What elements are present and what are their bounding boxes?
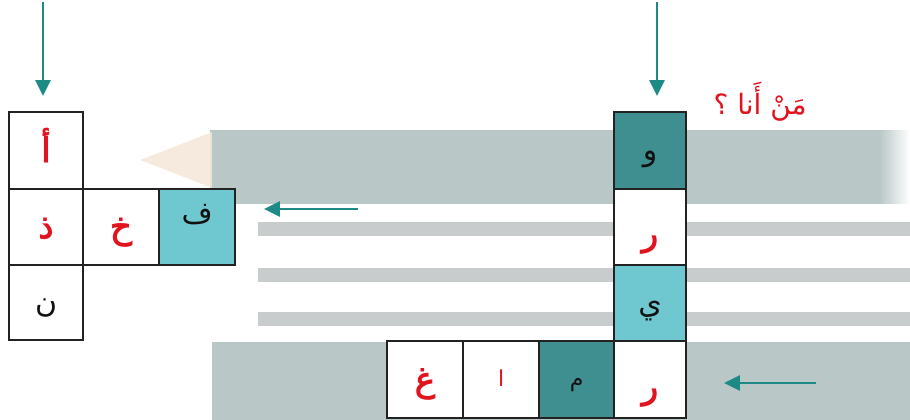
puzzle-title: مَنْ أَنا ؟ xyxy=(713,88,807,121)
crossword-cell[interactable]: أ xyxy=(8,111,84,190)
gray-stripe xyxy=(258,222,910,236)
crossword-cell[interactable]: غ xyxy=(386,340,464,419)
crossword-cell[interactable]: ن xyxy=(8,264,84,341)
crossword-cell[interactable]: ر xyxy=(613,188,687,266)
crossword-cell[interactable]: ذ xyxy=(8,188,84,266)
crossword-cell[interactable]: ر xyxy=(613,340,687,419)
down-arrow-icon xyxy=(649,2,665,96)
crossword-cell[interactable]: خ xyxy=(82,188,160,266)
crossword-cell[interactable]: و xyxy=(613,111,687,190)
crossword-cell[interactable]: ي xyxy=(613,264,687,342)
crossword-cell[interactable]: ف xyxy=(158,188,236,266)
top-color-band xyxy=(210,130,910,204)
crossword-cell[interactable]: ا xyxy=(462,340,540,419)
left-arrow-icon xyxy=(724,375,816,391)
gray-stripe xyxy=(258,312,910,326)
down-arrow-icon xyxy=(35,2,51,96)
crossword-cell[interactable]: م xyxy=(538,340,615,419)
gray-stripe xyxy=(258,268,910,282)
pencil-tip-decoration xyxy=(140,132,212,188)
left-arrow-icon xyxy=(264,201,358,217)
